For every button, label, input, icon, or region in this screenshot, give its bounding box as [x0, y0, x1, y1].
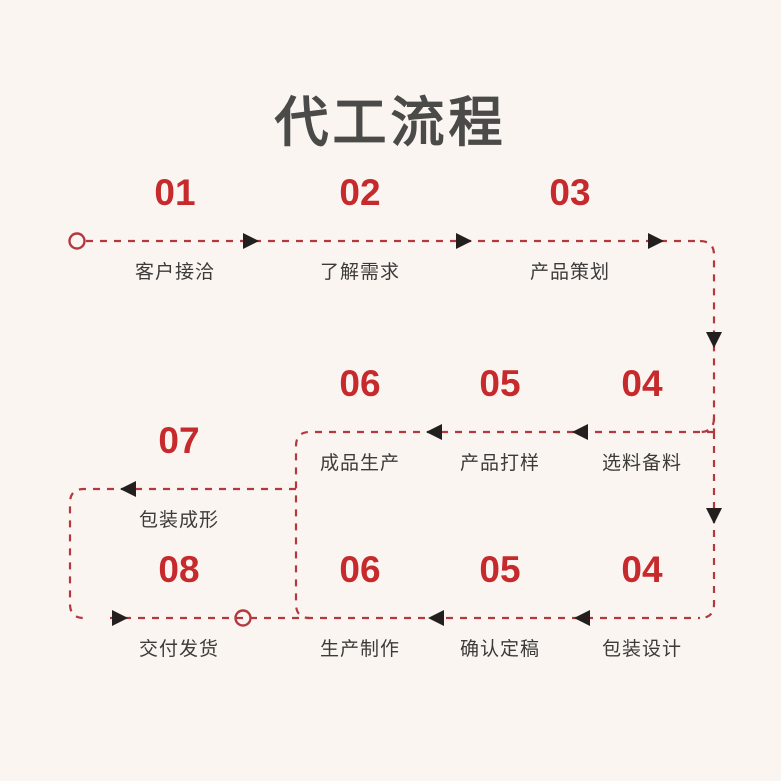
step-label: 确认定稿 — [459, 639, 540, 660]
step-number: 08 — [158, 549, 200, 590]
arrow-left-icon — [120, 481, 136, 497]
step-number: 04 — [621, 363, 663, 404]
step-number: 01 — [154, 172, 196, 213]
step-label: 成品生产 — [319, 453, 400, 474]
step-number: 06 — [339, 363, 381, 404]
connector-row3 — [68, 487, 296, 620]
step-number: 06 — [339, 549, 381, 590]
start-circle-icon — [68, 232, 86, 250]
arrow-down-icon — [706, 508, 722, 524]
arrow-left-icon — [572, 424, 588, 440]
step-label: 交付发货 — [138, 639, 219, 660]
page-title: 代工流程 — [274, 93, 507, 153]
step-number: 03 — [549, 172, 591, 213]
step-number: 04 — [621, 549, 663, 590]
step-label: 产品策划 — [529, 262, 610, 283]
step-number: 07 — [158, 420, 200, 461]
arrow-right-icon — [456, 233, 472, 249]
connector-corner-top-right — [699, 239, 716, 432]
arrow-left-icon — [574, 610, 590, 626]
arrow-left-icon — [426, 424, 442, 440]
step-number: 05 — [479, 549, 521, 590]
step-number: 05 — [479, 363, 521, 404]
arrow-right-icon — [648, 233, 664, 249]
step-number: 02 — [339, 172, 381, 213]
step-label: 客户接洽 — [134, 262, 215, 283]
step-label: 选料备料 — [601, 453, 682, 474]
end-circle-icon — [234, 609, 252, 627]
step-label: 产品打样 — [459, 453, 540, 474]
connector-corner-row2-right — [699, 417, 716, 434]
step-label: 包装设计 — [601, 639, 682, 660]
step-label: 了解需求 — [319, 262, 400, 283]
step-label: 包装成形 — [138, 510, 219, 531]
step-label: 生产制作 — [319, 639, 400, 660]
connector-corner-bottom-right — [699, 432, 716, 620]
arrow-right-icon — [112, 610, 128, 626]
arrow-left-icon — [428, 610, 444, 626]
connector-row2 — [294, 430, 714, 620]
arrow-right-icon — [243, 233, 259, 249]
arrow-down-icon — [706, 332, 722, 348]
